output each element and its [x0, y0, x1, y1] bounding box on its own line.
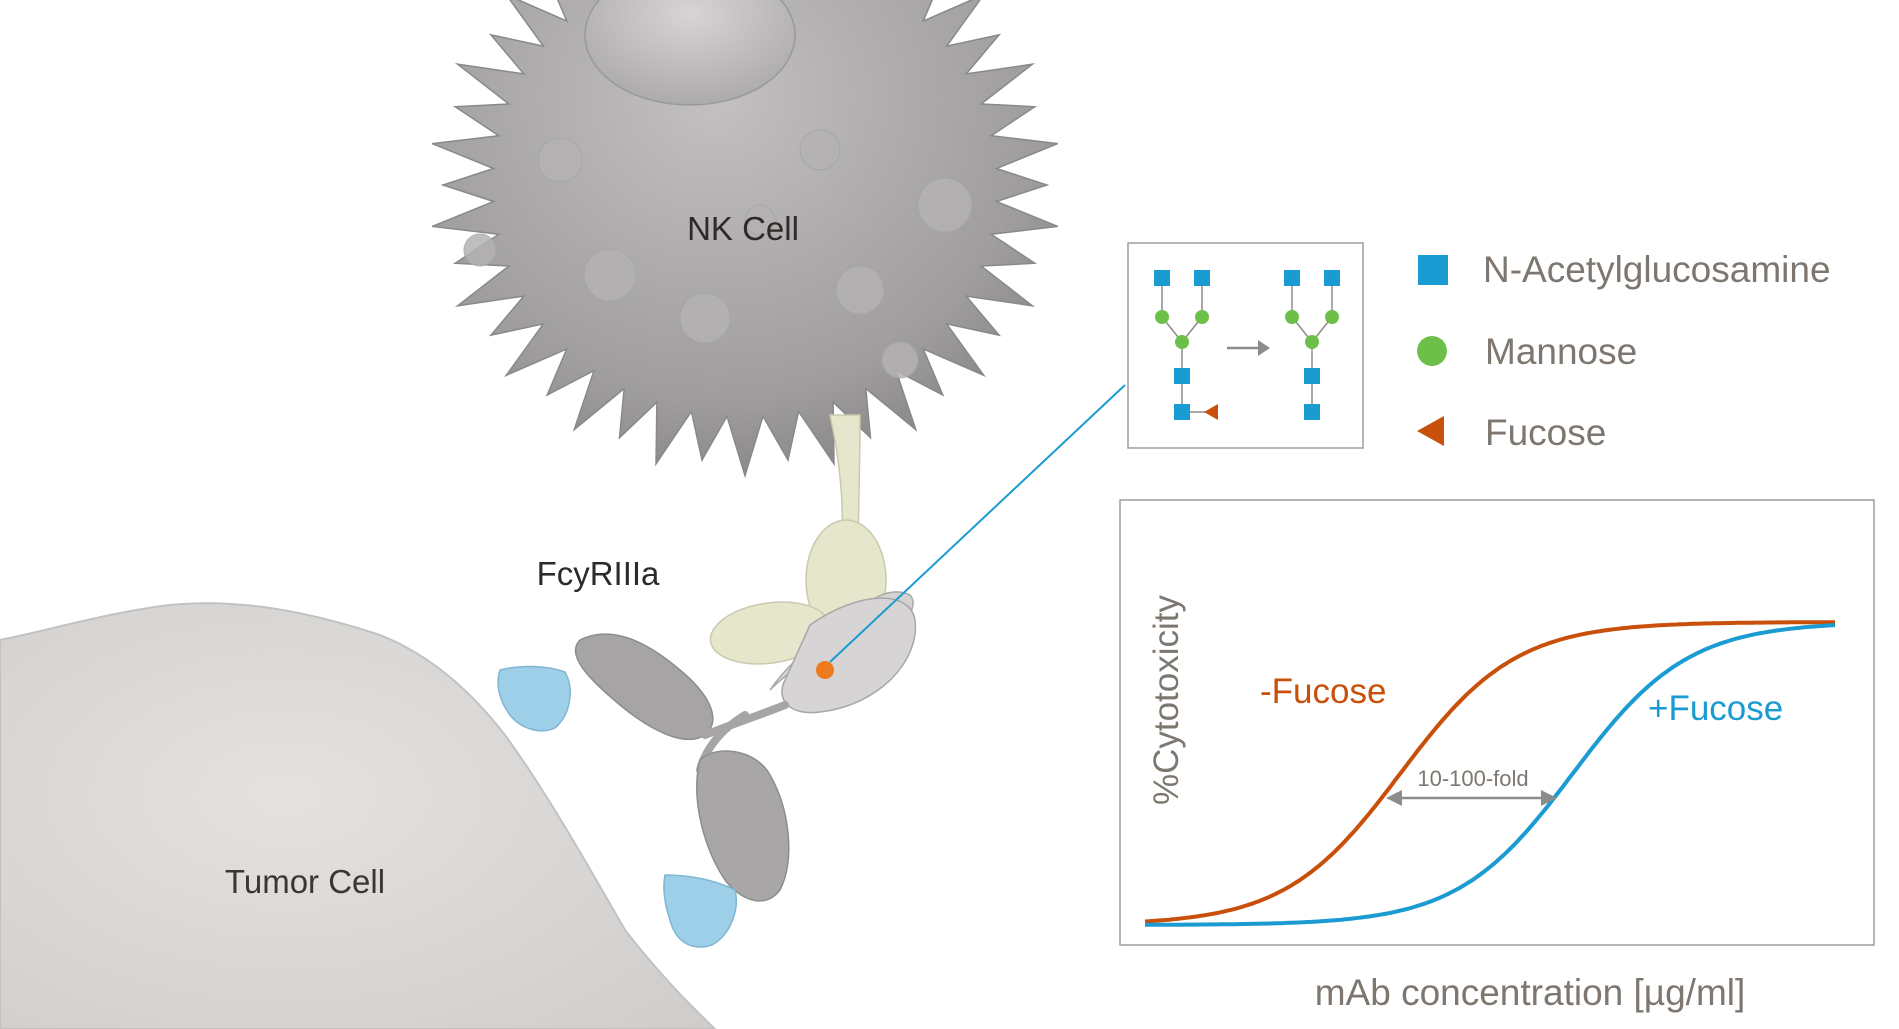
glycan-structure-afucosylated	[1284, 270, 1340, 420]
series-line-minus-fucose	[1144, 620, 1835, 924]
glycan-arrow	[1227, 340, 1270, 356]
legend-label-mannose: Mannose	[1485, 331, 1637, 372]
nk-cell-label: NK Cell	[687, 210, 799, 247]
legend-glcnac-icon	[1418, 255, 1448, 285]
glycan-inset	[1127, 242, 1364, 449]
fold-shift-annotation: 10-100-fold	[1417, 766, 1528, 791]
fcgriiia-receptor	[709, 414, 887, 665]
legend-label-glcnac: N-Acetylglucosamine	[1483, 249, 1831, 290]
callout-line	[829, 384, 1126, 663]
legend-label-fucose: Fucose	[1485, 412, 1606, 453]
series-line-plus-fucose	[1145, 623, 1836, 927]
legend-mannose-icon	[1417, 336, 1447, 366]
series-label-minus-fucose: -Fucose	[1260, 672, 1386, 711]
nk-cell	[431, 0, 1059, 479]
tumor-cell-label: Tumor Cell	[225, 863, 385, 900]
antibody	[497, 591, 917, 948]
receptor-label: FcyRIIIa	[537, 555, 660, 592]
chart-y-axis-label: %Cytotoxicity	[1147, 594, 1186, 805]
nk-nucleus	[584, 0, 796, 106]
cytotoxicity-chart: %Cytotoxicity -Fucose +Fucose 10-100-fol…	[1119, 499, 1875, 946]
glycan-structure-fucosylated	[1154, 270, 1218, 420]
tumor-cell	[0, 602, 717, 1029]
nk-granules	[463, 129, 973, 379]
fold-shift-arrow	[1386, 790, 1557, 806]
legend: N-Acetylglucosamine Mannose Fucose	[1417, 249, 1831, 453]
chart-frame	[1119, 499, 1875, 946]
fucose-site	[816, 661, 834, 679]
legend-fucose-icon	[1417, 416, 1444, 446]
chart-x-axis-label: mAb concentration [µg/ml]	[1315, 972, 1746, 1013]
series-label-plus-fucose: +Fucose	[1648, 689, 1783, 728]
